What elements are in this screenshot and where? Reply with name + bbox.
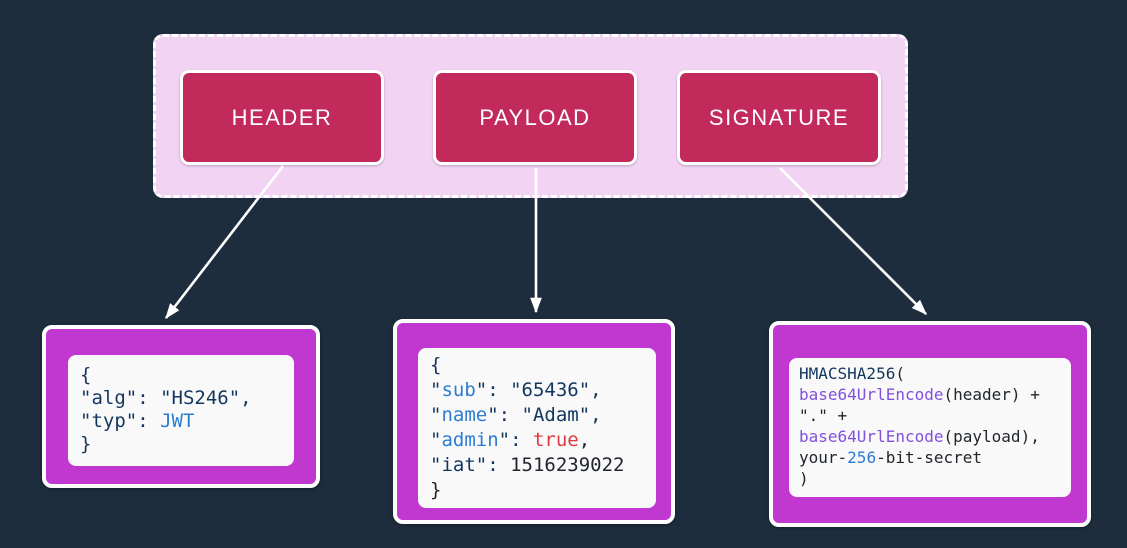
code-segment: "." + [799, 406, 848, 425]
code-segment: , [578, 429, 591, 451]
payload-code-panel: {"sub": "65436","name": "Adam","admin": … [418, 348, 656, 508]
signature-code: HMACSHA256(base64UrlEncode(header) +"." … [799, 363, 1061, 489]
code-segment: ": [498, 429, 533, 451]
code-segment: admin [441, 429, 499, 451]
code-segment: { [430, 354, 442, 376]
code-segment: base64UrlEncode [799, 427, 944, 446]
code-segment: { [80, 364, 92, 386]
code-segment: 1516239022 [510, 454, 625, 476]
code-line: your-256-bit-secret [799, 447, 1061, 468]
code-segment: "alg": "HS246", [80, 387, 252, 409]
payload-code-box: {"sub": "65436","name": "Adam","admin": … [393, 319, 675, 524]
signature-code-box: HMACSHA256(base64UrlEncode(header) +"." … [769, 321, 1091, 527]
code-segment: "typ": [80, 410, 161, 432]
code-segment: " [430, 429, 442, 451]
code-line: HMACSHA256( [799, 363, 1061, 384]
code-line: { [80, 364, 282, 387]
code-segment: -bit-secret [876, 448, 983, 467]
code-line: "name": "Adam", [430, 403, 644, 428]
code-line: ) [799, 468, 1061, 489]
signature-box: SIGNATURE [677, 70, 881, 165]
code-segment: ": "65436", [475, 379, 602, 401]
code-line: { [430, 353, 644, 378]
code-segment: sub [441, 379, 476, 401]
code-segment: 256 [847, 448, 877, 467]
signature-code-panel: HMACSHA256(base64UrlEncode(header) +"." … [789, 358, 1071, 497]
code-line: "typ": JWT [80, 410, 282, 433]
payload-box: PAYLOAD [433, 70, 637, 165]
code-segment: " [430, 404, 442, 426]
code-segment: (payload), [943, 427, 1040, 446]
code-line: } [430, 478, 644, 503]
payload-label: PAYLOAD [479, 104, 591, 130]
code-segment: } [430, 479, 442, 501]
code-segment: ) [799, 469, 809, 488]
signature-label: SIGNATURE [708, 104, 850, 130]
code-segment: name [441, 404, 488, 426]
code-segment: (header) + [943, 385, 1040, 404]
code-segment: " [430, 379, 442, 401]
header-code-box: {"alg": "HS246","typ": JWT} [42, 325, 320, 488]
code-line: "." + [799, 405, 1061, 426]
code-line: "iat": 1516239022 [430, 453, 644, 478]
code-segment: ": "Adam", [487, 404, 602, 426]
code-segment: "iat": [430, 454, 511, 476]
code-segment: } [80, 433, 92, 455]
code-segment: JWT [160, 410, 195, 432]
code-line: base64UrlEncode(payload), [799, 426, 1061, 447]
header-label: HEADER [231, 104, 333, 130]
payload-code: {"sub": "65436","name": "Adam","admin": … [430, 353, 644, 503]
code-segment: HMACSHA256 [799, 364, 896, 383]
code-line: "sub": "65436", [430, 378, 644, 403]
code-line: "alg": "HS246", [80, 387, 282, 410]
code-segment: ( [895, 364, 905, 383]
code-line: "admin": true, [430, 428, 644, 453]
header-code-panel: {"alg": "HS246","typ": JWT} [68, 355, 294, 466]
code-segment: your- [799, 448, 848, 467]
code-segment: base64UrlEncode [799, 385, 944, 404]
code-segment: true [532, 429, 579, 451]
header-code: {"alg": "HS246","typ": JWT} [80, 364, 282, 456]
header-box: HEADER [180, 70, 384, 165]
code-line: base64UrlEncode(header) + [799, 384, 1061, 405]
code-line: } [80, 433, 282, 456]
